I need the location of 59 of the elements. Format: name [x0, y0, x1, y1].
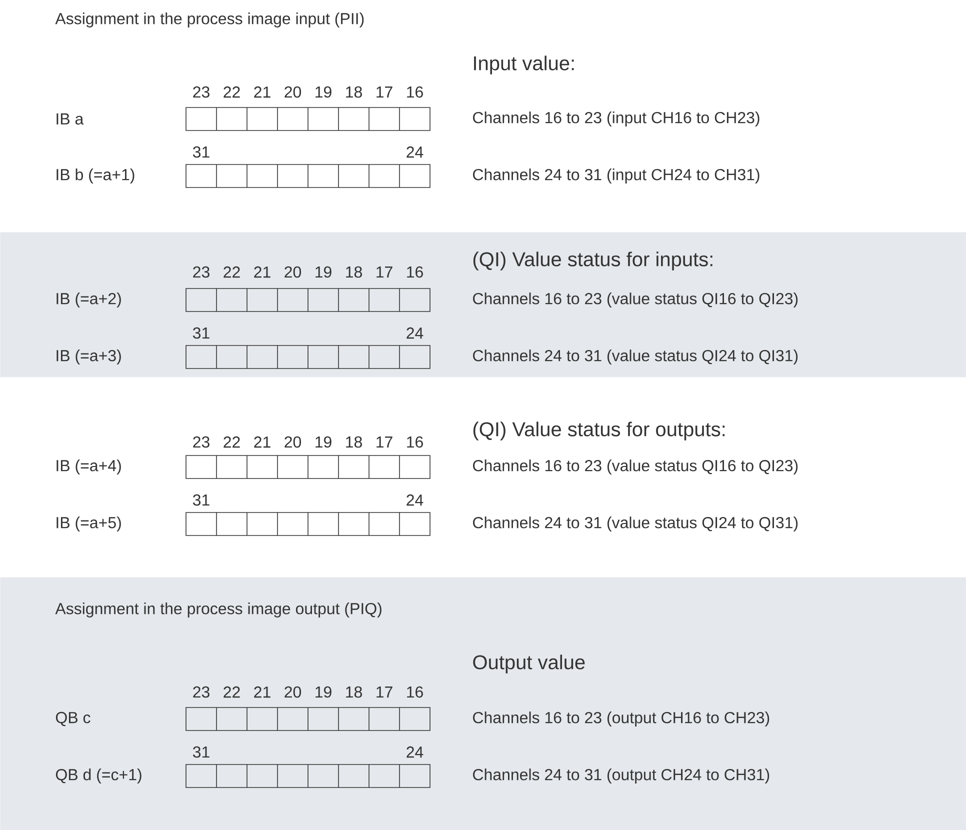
bit-number: 24 [406, 327, 424, 339]
bit-number: 16 [407, 436, 423, 448]
bit-number: 18 [346, 86, 362, 98]
bit-number: 31 [192, 746, 210, 758]
byte-address: IB b (=a+1) [56, 168, 134, 184]
byte-address: IB (=a+5) [56, 516, 121, 532]
bit-number: 21 [254, 86, 270, 98]
bit-number: 22 [224, 266, 240, 278]
description: Channels 24 to 31 (value status QI24 to QI31) [473, 516, 798, 532]
bit-number: 24 [406, 146, 424, 158]
bit-number: 23 [193, 436, 210, 448]
description: Channels 24 to 31 (input CH24 to CH31) [473, 168, 760, 184]
bit-number: 19 [316, 266, 332, 278]
bit-number: 16 [407, 266, 423, 278]
bit-number: 20 [284, 86, 302, 98]
bit-number: 21 [254, 266, 270, 278]
bit-number: 20 [284, 266, 302, 278]
bit-number: 22 [224, 86, 240, 98]
bit-number: 17 [376, 266, 392, 278]
bit-number: 17 [376, 86, 392, 98]
bit-number: 23 [193, 266, 210, 278]
description: Channels 16 to 23 (value status QI16 to QI23) [473, 292, 798, 308]
bit-number: 24 [406, 494, 424, 506]
description: Channels 16 to 23 (input CH16 to CH23) [473, 112, 760, 126]
bit-number: 23 [193, 686, 210, 698]
bit-number: 31 [192, 494, 210, 506]
bit-number: 20 [284, 436, 302, 448]
bit-number: 16 [407, 686, 423, 698]
bit-number: 17 [376, 686, 392, 698]
bit-number: 16 [407, 86, 423, 98]
bit-number: 18 [346, 266, 362, 278]
bit-number: 19 [316, 686, 332, 698]
bit-number: 22 [224, 436, 240, 448]
bit-number: 31 [192, 146, 210, 158]
byte-address: QB d (=c+1) [56, 768, 142, 784]
description: Channels 16 to 23 (value status QI16 to QI23) [473, 460, 798, 474]
bit-number: 17 [376, 436, 392, 448]
bit-number: 21 [254, 686, 270, 698]
description: Channels 24 to 31 (value status QI24 to QI31) [473, 350, 798, 364]
bit-number: 31 [192, 327, 210, 339]
bit-number: 23 [193, 86, 210, 98]
bit-number: 19 [316, 436, 332, 448]
byte-address: IB (=a+3) [56, 350, 121, 364]
byte-address: IB (=a+4) [56, 460, 121, 474]
bit-number: 18 [346, 436, 362, 448]
bit-number: 19 [316, 86, 332, 98]
description: Channels 16 to 23 (output CH16 to CH23) [473, 712, 770, 726]
byte-address: IB (=a+2) [56, 292, 121, 308]
heading: Input value: [474, 56, 574, 74]
description: Channels 24 to 31 (output CH24 to CH31) [473, 768, 770, 784]
byte-address: IB a [56, 113, 84, 125]
bit-number: 22 [224, 686, 240, 698]
heading: (QI) Value status for outputs: [473, 422, 725, 440]
bit-number: 18 [346, 686, 362, 698]
bit-number: 24 [406, 746, 424, 758]
byte-address: QB c [56, 712, 90, 726]
bit-number: 20 [284, 686, 302, 698]
bit-number: 21 [254, 436, 270, 448]
title: Assignment in the process image input (PII) [55, 12, 364, 28]
